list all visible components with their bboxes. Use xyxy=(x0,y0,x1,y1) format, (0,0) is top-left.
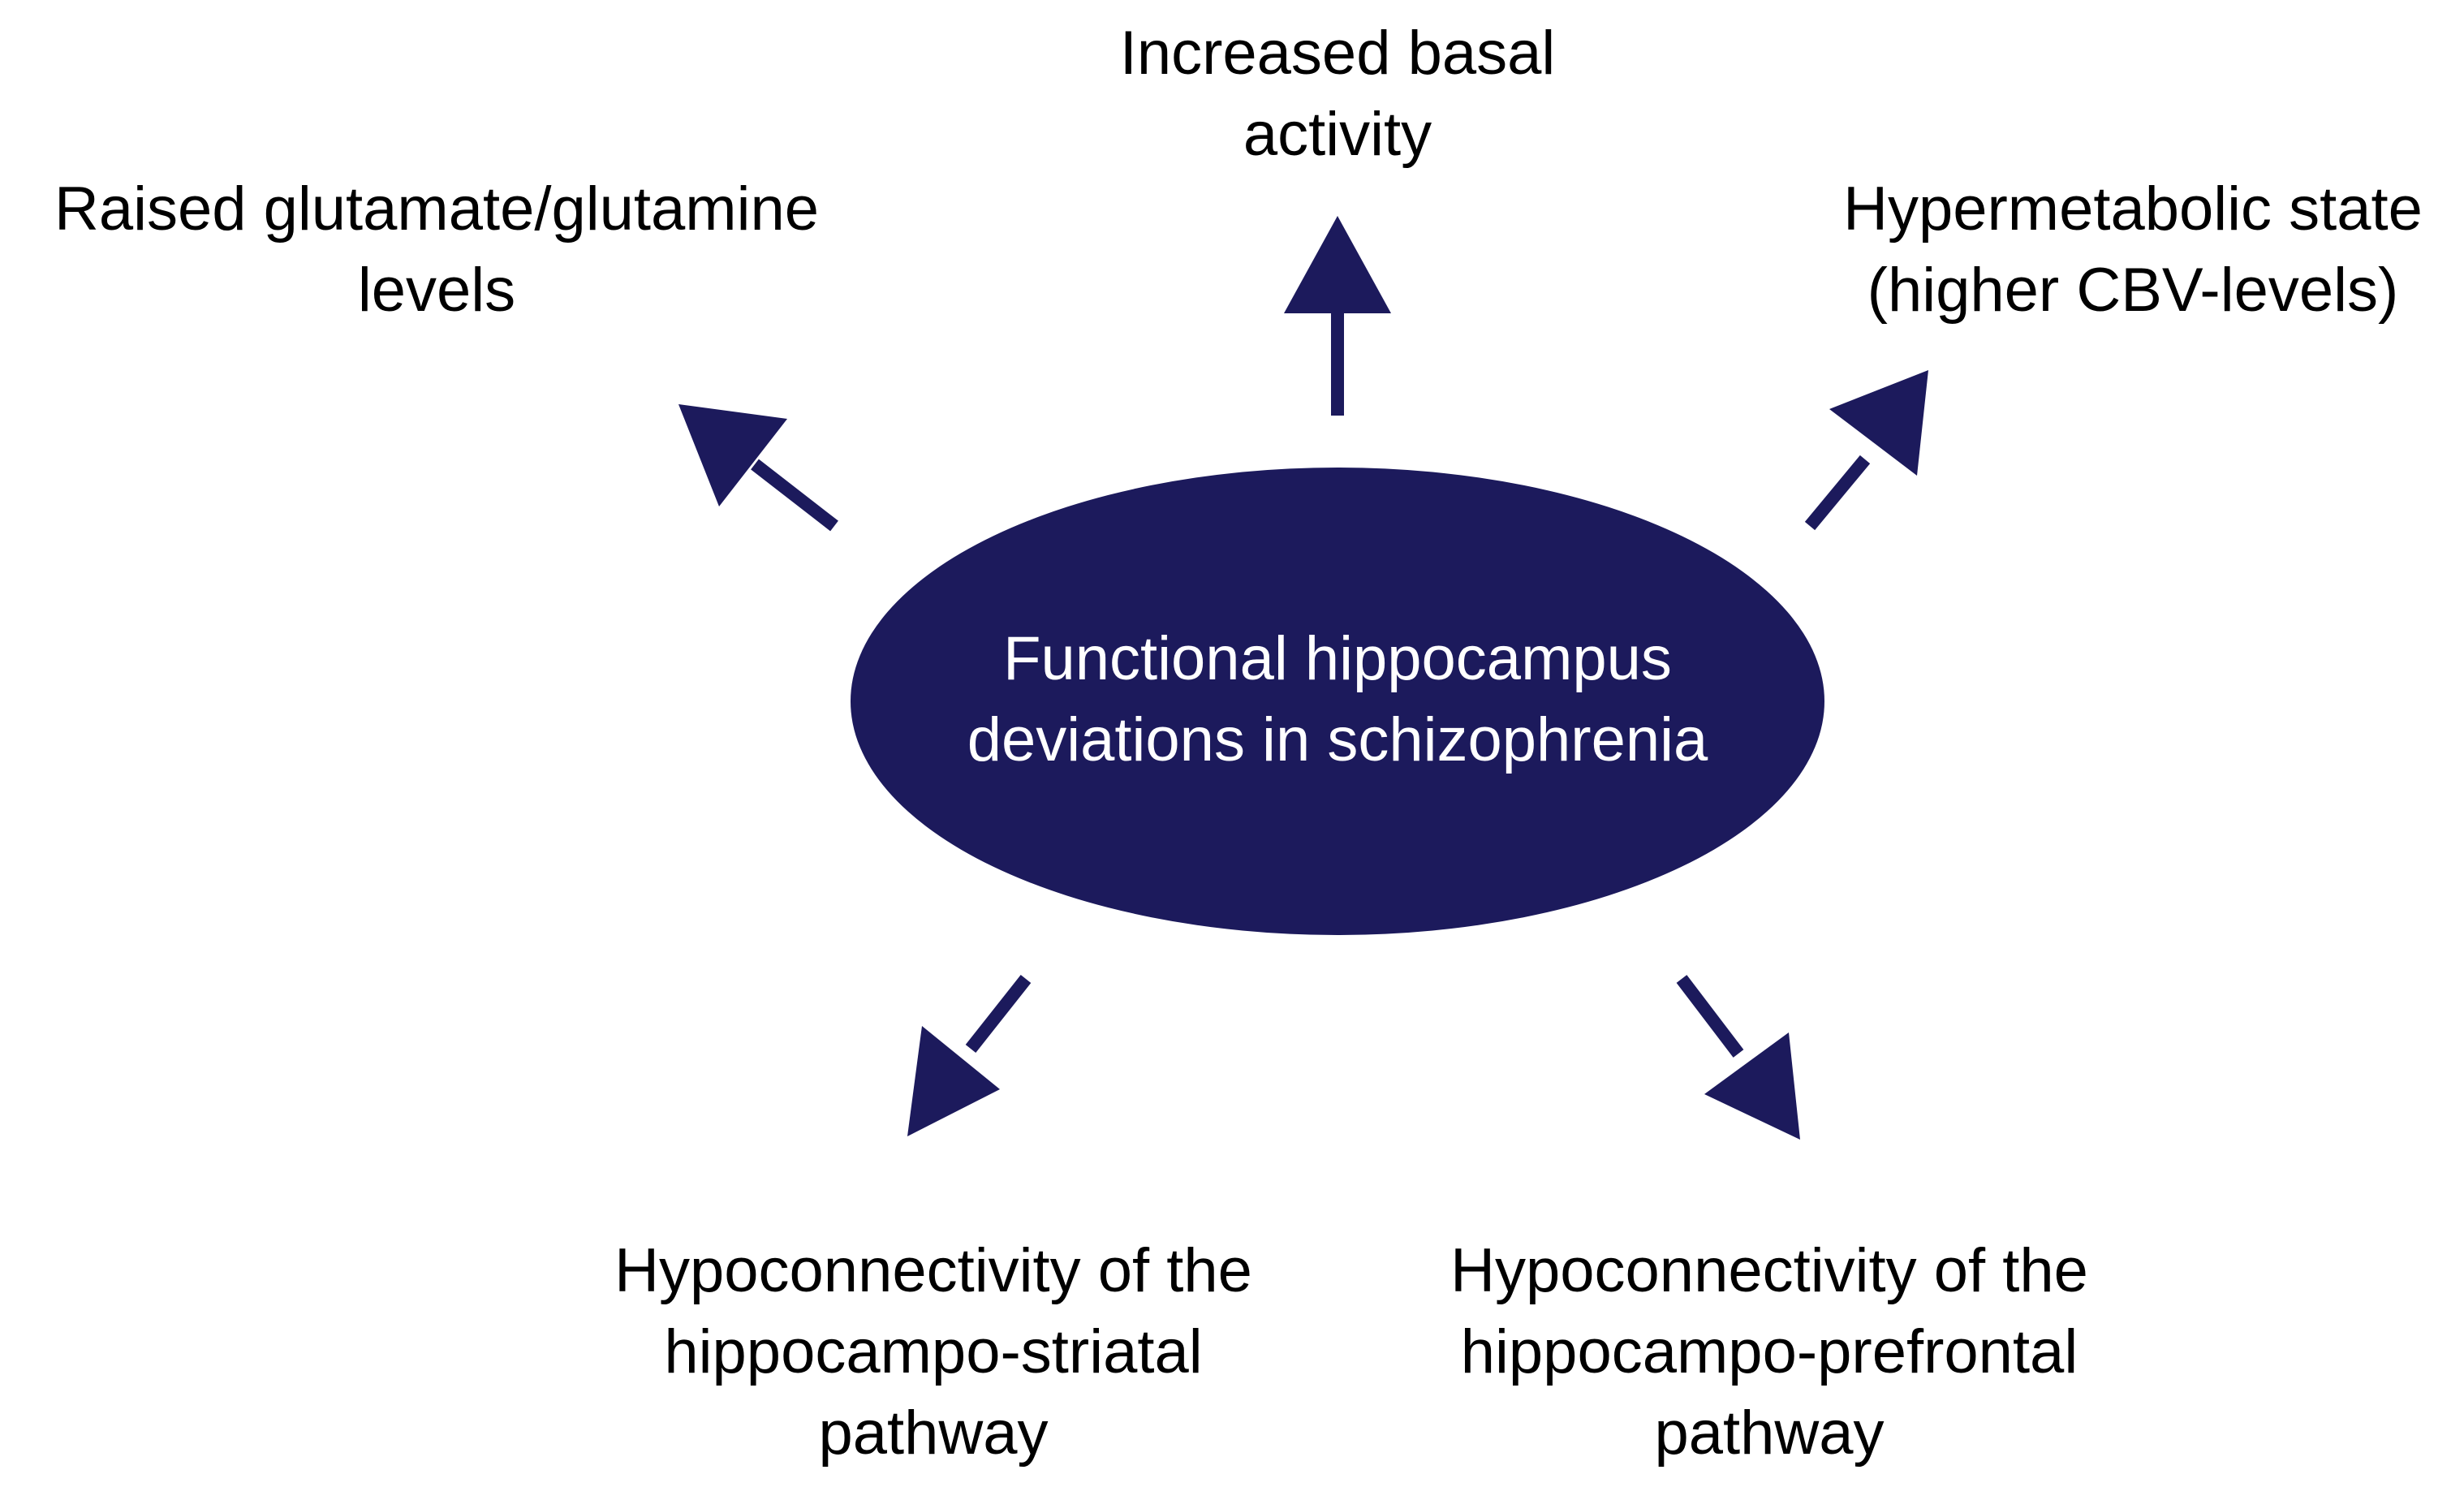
arrow-to-bottom-right xyxy=(1676,975,1800,1140)
node-hippocampo-prefrontal: Hypoconnectivity of the hippocampo-prefr… xyxy=(1404,1231,2134,1474)
arrow-to-top-right xyxy=(1804,370,1928,531)
arrow-to-bottom-left xyxy=(907,975,1032,1136)
node-raised-glutamate: Raised glutamate/glutamine levels xyxy=(0,169,873,331)
node-top-line-1: Increased basal xyxy=(1119,19,1556,88)
arrow-to-top-left xyxy=(678,404,838,532)
node-increased-basal-activity: Increased basal activity xyxy=(1013,13,1662,175)
node-bottom-right-line-3: pathway xyxy=(1654,1399,1885,1468)
node-bottom-right-line-1: Hypoconnectivity of the xyxy=(1450,1236,2088,1305)
node-top-right-line-1: Hypermetabolic state xyxy=(1843,175,2423,244)
node-bottom-left-line-3: pathway xyxy=(818,1399,1049,1468)
node-top-left-line-2: levels xyxy=(357,256,516,325)
node-bottom-right-line-2: hippocampo-prefrontal xyxy=(1460,1317,2078,1386)
node-top-line-2: activity xyxy=(1243,100,1432,169)
center-label-line-1: Functional hippocampus xyxy=(1003,624,1672,693)
node-bottom-left-line-2: hippocampo-striatal xyxy=(664,1317,1203,1386)
node-top-right-line-2: (higher CBV-levels) xyxy=(1867,256,2399,325)
arrow-to-top xyxy=(1284,216,1391,416)
center-ellipse xyxy=(851,468,1824,935)
node-top-left-line-1: Raised glutamate/glutamine xyxy=(54,175,820,244)
node-hypermetabolic-state: Hypermetabolic state (higher CBV-levels) xyxy=(1802,169,2464,331)
node-bottom-left-line-1: Hypoconnectivity of the xyxy=(614,1236,1252,1305)
node-hippocampo-striatal: Hypoconnectivity of the hippocampo-stria… xyxy=(568,1231,1299,1474)
center-label-line-2: deviations in schizophrenia xyxy=(967,705,1708,774)
center-label: Functional hippocampus deviations in sch… xyxy=(851,619,1824,781)
